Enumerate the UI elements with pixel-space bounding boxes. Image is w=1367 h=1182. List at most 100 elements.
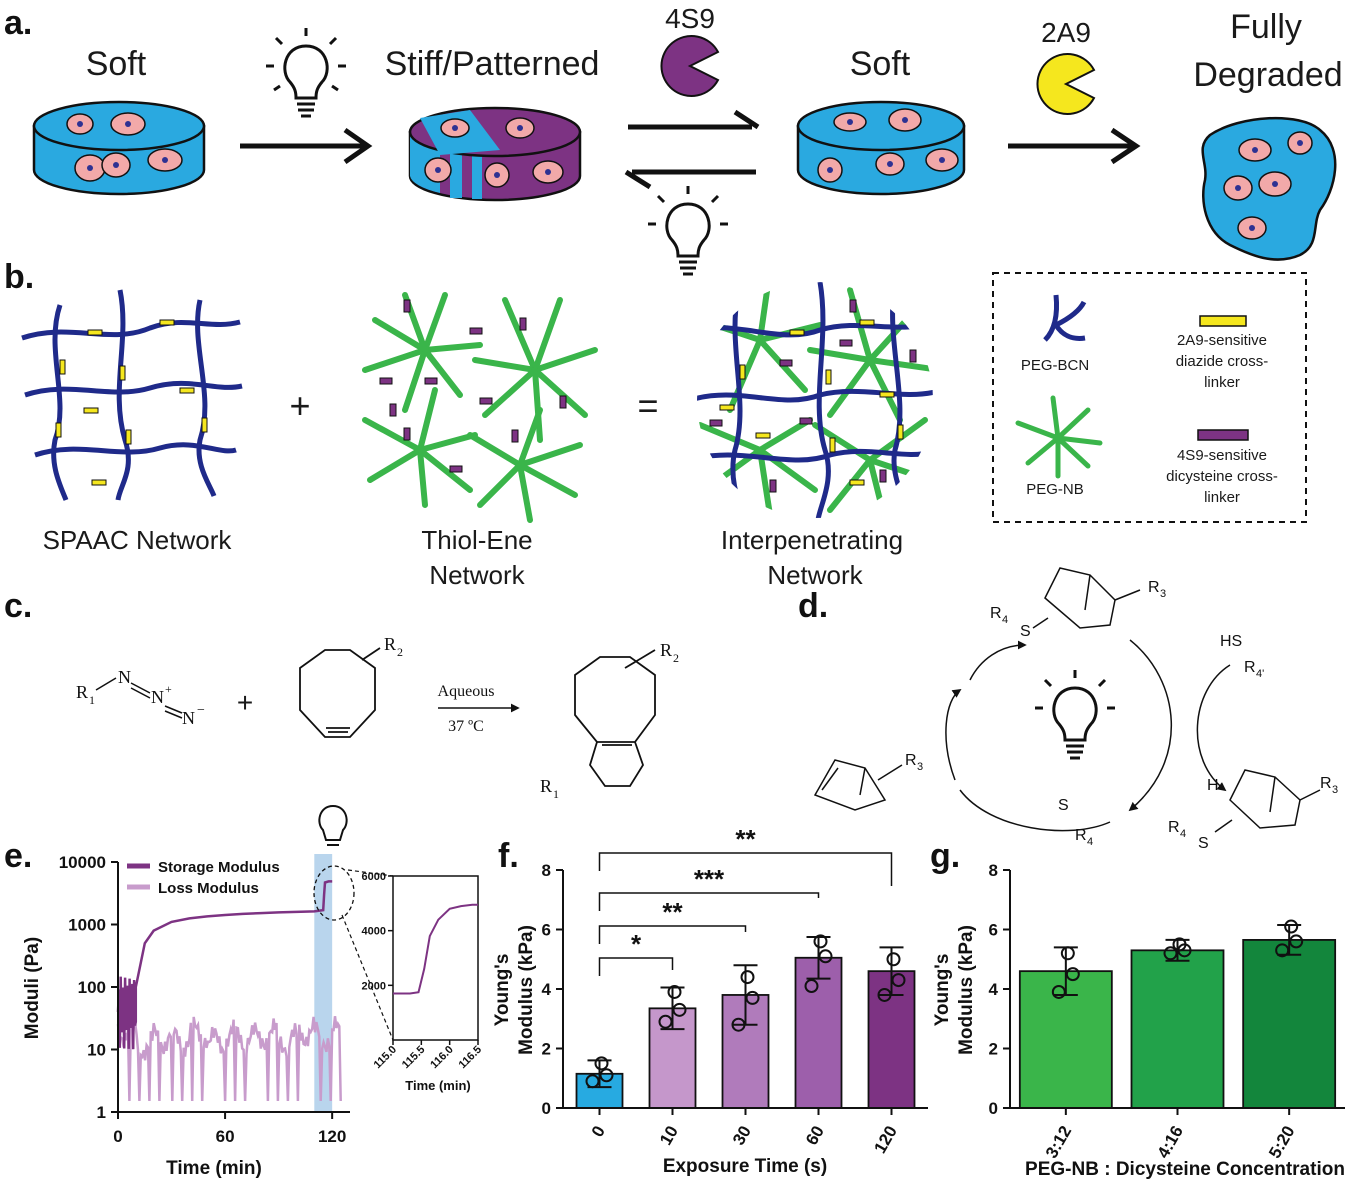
y-tick-label: 0 <box>542 1099 551 1118</box>
inset-y-tick-label: 4000 <box>362 926 386 938</box>
svg-text:R: R <box>1320 775 1332 792</box>
f-y-axis-label-line2: Modulus (kPa) <box>516 925 537 1055</box>
bar-4:16 <box>1130 949 1225 1109</box>
inset-storage-line <box>393 903 478 995</box>
condition-aqueous: Aqueous <box>438 683 495 700</box>
zoom-ellipse <box>313 865 355 921</box>
hydrogel-disk-soft-1 <box>32 100 206 196</box>
y-tick-label: 2 <box>542 1040 551 1059</box>
svg-text:HS: HS <box>1220 633 1242 650</box>
significance-label: ** <box>662 897 683 927</box>
equals-sign: = <box>637 385 658 426</box>
data-point <box>1051 984 1066 999</box>
arrow-3-head <box>1110 127 1141 165</box>
peg-bcn-icon <box>1043 294 1087 342</box>
enzyme-2a9-icon <box>1036 53 1096 115</box>
product-r1: R <box>540 776 552 796</box>
interpenetrating-network <box>697 282 933 518</box>
inset-x-tick-label: 116.5 <box>457 1044 485 1072</box>
thiol-ene-cycle <box>813 567 1321 833</box>
data-point <box>818 949 833 964</box>
data-point <box>731 1017 746 1032</box>
data-point <box>813 934 828 949</box>
svg-text:S: S <box>1020 623 1031 640</box>
y-tick-label: 4 <box>542 980 552 999</box>
y-tick-label: 0 <box>989 1099 998 1118</box>
x-tick-label: 4:16 <box>1153 1123 1186 1162</box>
data-point <box>672 1002 687 1017</box>
data-point <box>1275 943 1290 958</box>
significance-bracket <box>598 957 674 976</box>
data-point <box>594 1056 609 1071</box>
data-point <box>740 970 755 985</box>
y-tick-label: 6 <box>989 921 998 940</box>
stage4-label-line1: Fully <box>1230 8 1302 46</box>
data-point <box>1172 937 1187 952</box>
panel-label-g: g. <box>930 837 960 875</box>
panel-label-c: c. <box>4 587 32 625</box>
bar-60 <box>794 956 843 1109</box>
f-y-axis-label-line1: Young's <box>492 954 513 1027</box>
bar-5:20 <box>1242 939 1337 1109</box>
legend-purple-line1: 4S9-sensitive <box>1177 447 1267 464</box>
svg-text:S: S <box>1058 797 1069 814</box>
significance-label: ** <box>735 824 756 854</box>
x-tick-label: 5:20 <box>1265 1123 1298 1162</box>
svg-text:S: S <box>1198 835 1209 852</box>
stage1-label: Soft <box>86 45 147 83</box>
e-y-tick-label: 100 <box>78 978 106 997</box>
spaac-crosslinks <box>55 319 208 486</box>
data-point <box>1284 919 1299 934</box>
legend-loss-label: Loss Modulus <box>158 880 259 897</box>
e-y-axis-label: Moduli (Pa) <box>22 937 43 1039</box>
degraded-gel-blob <box>1201 116 1337 261</box>
data-point <box>891 973 906 988</box>
zoom-callout-bottom <box>341 914 394 1041</box>
g-y-axis-label-line2: Modulus (kPa) <box>956 925 977 1055</box>
zoom-callout-top <box>347 869 394 877</box>
hydrogel-disk-patterned <box>408 106 582 202</box>
arrow-1-head <box>343 127 373 165</box>
ipn-label-line1: Interpenetrating <box>721 525 903 555</box>
e-x-tick-label: 120 <box>318 1127 346 1146</box>
significance-bracket <box>598 892 820 911</box>
cyclooctyne-structure <box>299 647 381 738</box>
y-tick-label: 6 <box>542 921 551 940</box>
panel-label-d: d. <box>798 587 828 625</box>
triazole-product <box>574 649 656 787</box>
data-point <box>877 987 892 1002</box>
lightbulb-icon <box>266 28 346 118</box>
yellow-crosslinker-swatch <box>1199 315 1247 327</box>
thiol-ene-crosslinks <box>379 299 567 473</box>
e-y-tick-label: 1000 <box>68 916 106 935</box>
svg-text:R: R <box>990 605 1002 622</box>
legend-yellow-line1: 2A9-sensitive <box>1177 332 1267 349</box>
arrow-back-head <box>624 169 652 190</box>
data-point <box>886 952 901 967</box>
inset-x-tick-label: 116.0 <box>428 1044 456 1072</box>
x-tick-label: 30 <box>729 1123 755 1149</box>
svg-text:4: 4 <box>1180 828 1186 840</box>
e-x-axis-label: Time (min) <box>166 1158 262 1179</box>
y-tick-label: 8 <box>989 861 998 880</box>
svg-text:R: R <box>1075 827 1087 844</box>
svg-text:4: 4 <box>1087 836 1093 848</box>
panel-label-b: b. <box>4 258 34 296</box>
lightbulb-icon-2 <box>648 186 728 276</box>
legend-peg-nb: PEG-NB <box>1026 481 1084 498</box>
significance-bracket <box>598 925 747 944</box>
e-x-tick-label: 60 <box>216 1127 235 1146</box>
panel-label-e: e. <box>4 837 32 875</box>
svg-text:N: N <box>151 687 164 707</box>
svg-text:3: 3 <box>1332 784 1338 796</box>
svg-text:R: R <box>1168 819 1180 836</box>
x-tick-label: 60 <box>802 1123 828 1149</box>
x-tick-label: 10 <box>656 1123 682 1149</box>
data-point <box>667 984 682 999</box>
product-r2-sub: 2 <box>673 651 679 665</box>
peg-nb-icon <box>1015 395 1103 479</box>
